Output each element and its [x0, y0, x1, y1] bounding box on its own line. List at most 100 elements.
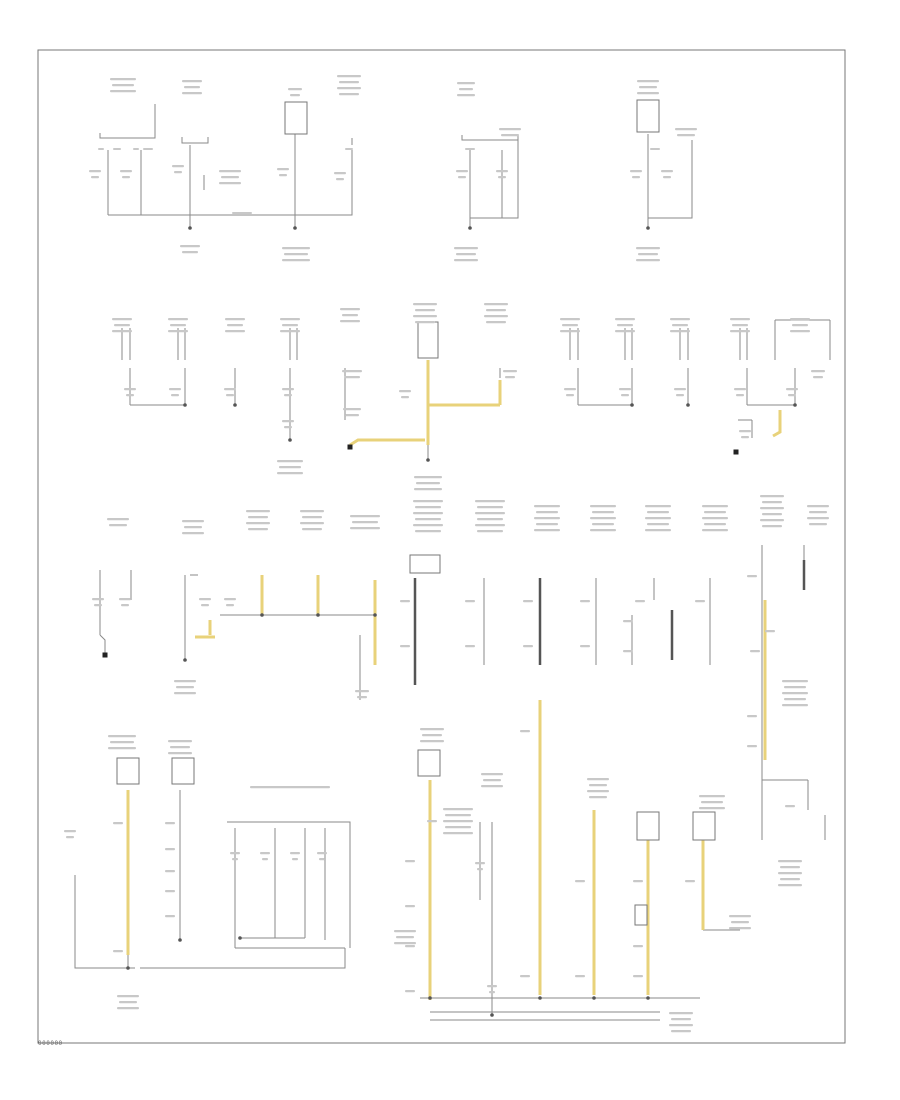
label-mark: [661, 170, 673, 173]
label-mark: [133, 148, 139, 150]
label-mark: [650, 148, 660, 150]
label-mark: [457, 82, 475, 85]
label-mark: [520, 730, 530, 733]
label-mark: [230, 852, 240, 855]
label-mark: [121, 604, 129, 607]
label-mark: [484, 303, 508, 306]
label-mark: [168, 318, 188, 321]
label-mark: [394, 930, 416, 933]
label-mark: [317, 852, 327, 855]
label-mark: [481, 785, 503, 788]
label-mark: [475, 862, 485, 865]
ground-icon: [733, 449, 739, 455]
label-mark: [636, 247, 660, 250]
label-mark: [250, 786, 330, 789]
label-mark: [747, 745, 757, 748]
label-mark: [284, 426, 292, 429]
label-mark: [636, 259, 660, 262]
ground-icon: [102, 652, 108, 658]
label-mark: [477, 506, 503, 509]
splice-dot-icon: [686, 403, 690, 407]
label-mark: [481, 773, 503, 776]
label-mark: [302, 516, 322, 519]
label-mark: [343, 408, 361, 411]
label-mark: [180, 245, 200, 248]
label-mark: [232, 858, 238, 861]
label-mark: [113, 950, 123, 953]
label-mark: [672, 324, 688, 327]
splice-dot-icon: [646, 996, 650, 1000]
label-mark: [443, 820, 473, 823]
label-mark: [420, 740, 444, 743]
label-mark: [399, 390, 411, 393]
label-mark: [456, 253, 476, 256]
label-mark: [445, 826, 471, 829]
label-mark: [413, 303, 437, 306]
label-mark: [110, 78, 136, 81]
label-mark: [168, 330, 188, 333]
label-mark: [503, 370, 517, 373]
label-mark: [580, 600, 590, 603]
label-mark: [732, 324, 748, 327]
label-mark: [589, 784, 607, 787]
label-mark: [486, 309, 506, 312]
label-mark: [671, 1030, 691, 1033]
label-mark: [279, 174, 287, 177]
label-mark: [778, 884, 802, 887]
wire: [108, 150, 353, 216]
label-mark: [277, 472, 303, 475]
label-mark: [290, 94, 300, 97]
label-mark: [790, 330, 810, 333]
splice-dot-icon: [238, 936, 242, 940]
label-mark: [663, 176, 671, 179]
label-mark: [475, 512, 505, 515]
label-mark: [226, 394, 234, 397]
label-mark: [165, 915, 175, 918]
label-mark: [484, 315, 508, 318]
label-mark: [94, 604, 102, 607]
label-mark: [184, 526, 202, 529]
label-mark: [280, 318, 300, 321]
label-mark: [784, 686, 806, 689]
label-mark: [124, 388, 136, 391]
label-mark: [413, 512, 443, 515]
label-mark: [176, 686, 194, 689]
label-mark: [415, 518, 441, 521]
wire: [648, 140, 693, 219]
label-mark: [487, 985, 497, 988]
label-mark: [226, 604, 234, 607]
label-mark: [219, 170, 241, 173]
label-mark: [645, 505, 671, 508]
label-mark: [345, 414, 359, 417]
splice-dot-icon: [183, 658, 187, 662]
splice-dot-icon: [293, 226, 297, 230]
splice-dot-icon: [630, 403, 634, 407]
label-mark: [778, 872, 802, 875]
label-mark: [590, 517, 616, 520]
label-mark: [778, 860, 802, 863]
label-mark: [355, 690, 369, 693]
label-mark: [645, 529, 671, 532]
label-mark: [112, 84, 134, 87]
splice-dot-icon: [316, 613, 320, 617]
label-mark: [165, 870, 175, 873]
label-mark: [575, 880, 585, 883]
label-mark: [505, 376, 515, 379]
label-mark: [413, 524, 443, 527]
label-mark: [562, 324, 578, 327]
label-mark: [414, 476, 442, 479]
label-mark: [201, 604, 209, 607]
label-mark: [739, 430, 751, 433]
component-box: [634, 904, 648, 926]
label-mark: [199, 598, 211, 601]
label-mark: [279, 466, 301, 469]
label-mark: [760, 495, 784, 498]
label-mark: [405, 905, 415, 908]
splice-dot-icon: [233, 403, 237, 407]
splice-dot-icon: [538, 996, 542, 1000]
label-mark: [221, 176, 239, 179]
label-mark: [458, 176, 466, 179]
label-mark: [536, 523, 558, 526]
label-mark: [342, 314, 358, 317]
label-mark: [168, 740, 192, 743]
